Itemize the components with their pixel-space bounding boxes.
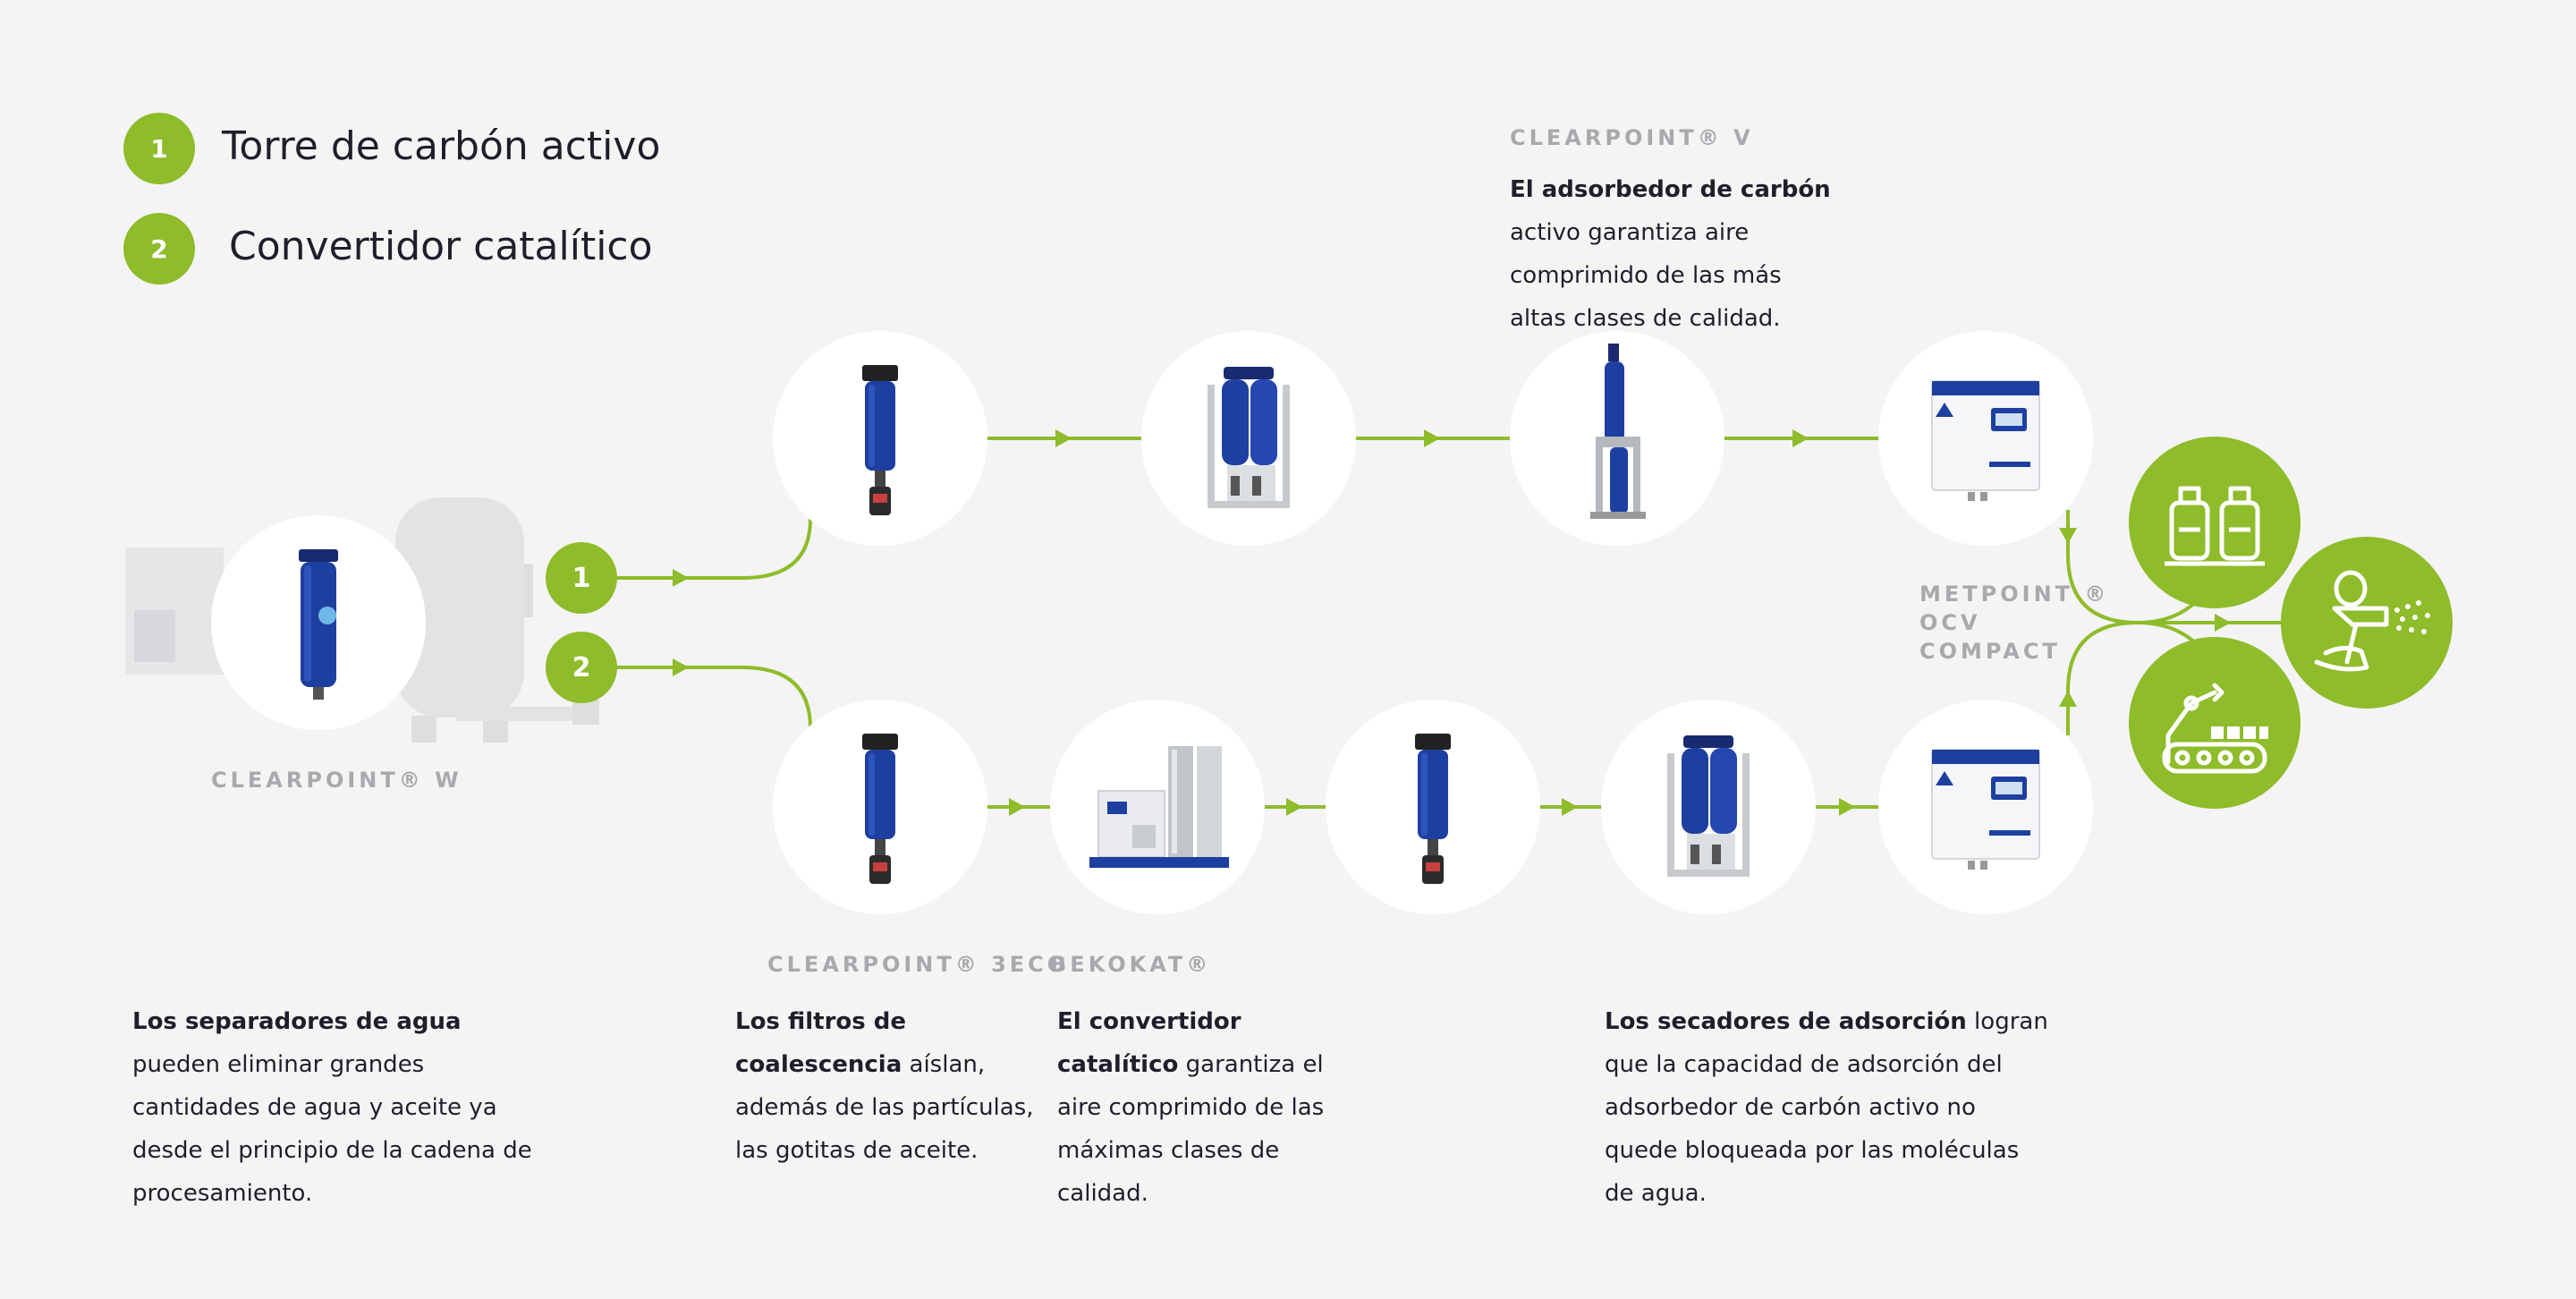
description-coalescence-filters: Los filtros de coalescencia aíslan, adem… — [735, 1008, 1034, 1164]
spray-gun-icon — [2314, 570, 2430, 672]
tanks-icon — [2165, 486, 2265, 566]
ocv-monitor-node-bottom[interactable] — [1878, 700, 2093, 914]
legend-number-1: 1 — [123, 113, 195, 184]
caption-clearpoint-w: CLEARPOINT® W — [211, 768, 462, 793]
adsorption-dryer-node-bottom[interactable] — [1601, 700, 1816, 914]
carbon-tower-node[interactable] — [1510, 331, 1724, 546]
adsorption-dryer-icon — [1208, 367, 1290, 508]
caption-bekokat: BEKOKAT® — [1050, 952, 1212, 977]
ocv-monitor-node-top[interactable] — [1878, 331, 2093, 546]
caption-clearpoint-v: CLEARPOINT® V — [1510, 125, 1754, 150]
caption-clearpoint-3eco: CLEARPOINT® 3ECO — [767, 952, 1070, 977]
coalescence-filter-icon — [862, 365, 898, 515]
description-catalytic-converter: El convertidor catalítico garantiza el a… — [1057, 1008, 1325, 1207]
ocv-monitor-icon — [1931, 749, 2040, 870]
application-robotics[interactable] — [2129, 637, 2301, 809]
path-2-marker: 2 — [546, 632, 617, 703]
robot-arm-icon — [2162, 683, 2268, 774]
caption-metpoint-3: COMPACT — [1919, 639, 2061, 664]
adsorption-dryer-node-top[interactable] — [1141, 331, 1356, 546]
description-carbon-adsorber: El adsorbedor de carbón activo garantiza… — [1510, 176, 1831, 332]
water-separator-icon — [299, 549, 338, 700]
application-tanks[interactable] — [2129, 437, 2301, 608]
legend-label-2: Convertidor catalítico — [229, 224, 653, 269]
path-1-marker: 1 — [546, 542, 617, 614]
coalescence-filter-node-bottom-2[interactable] — [1326, 700, 1540, 914]
caption-metpoint-2: OCV — [1919, 610, 1981, 635]
description-water-separators: Los separadores de agua pueden eliminar … — [132, 1008, 532, 1207]
caption-metpoint-1: METPOINT ® — [1919, 582, 2110, 607]
legend-number-2: 2 — [123, 213, 195, 284]
adsorption-dryer-icon — [1667, 735, 1750, 877]
water-separator-node[interactable] — [211, 515, 426, 730]
application-spray-painting[interactable] — [2281, 537, 2453, 709]
coalescence-filter-icon — [1415, 734, 1451, 884]
catalytic-converter-icon — [1089, 746, 1229, 868]
carbon-tower-icon — [1590, 344, 1646, 519]
catalytic-converter-node[interactable] — [1050, 700, 1265, 914]
coalescence-filter-icon — [862, 734, 898, 884]
coalescence-filter-node-bottom[interactable] — [773, 700, 987, 914]
description-adsorption-dryers: Los secadores de adsorción logran que la… — [1605, 1008, 2048, 1207]
legend-label-1: Torre de carbón activo — [222, 123, 661, 169]
coalescence-filter-node-top[interactable] — [773, 331, 987, 546]
ocv-monitor-icon — [1931, 380, 2040, 501]
